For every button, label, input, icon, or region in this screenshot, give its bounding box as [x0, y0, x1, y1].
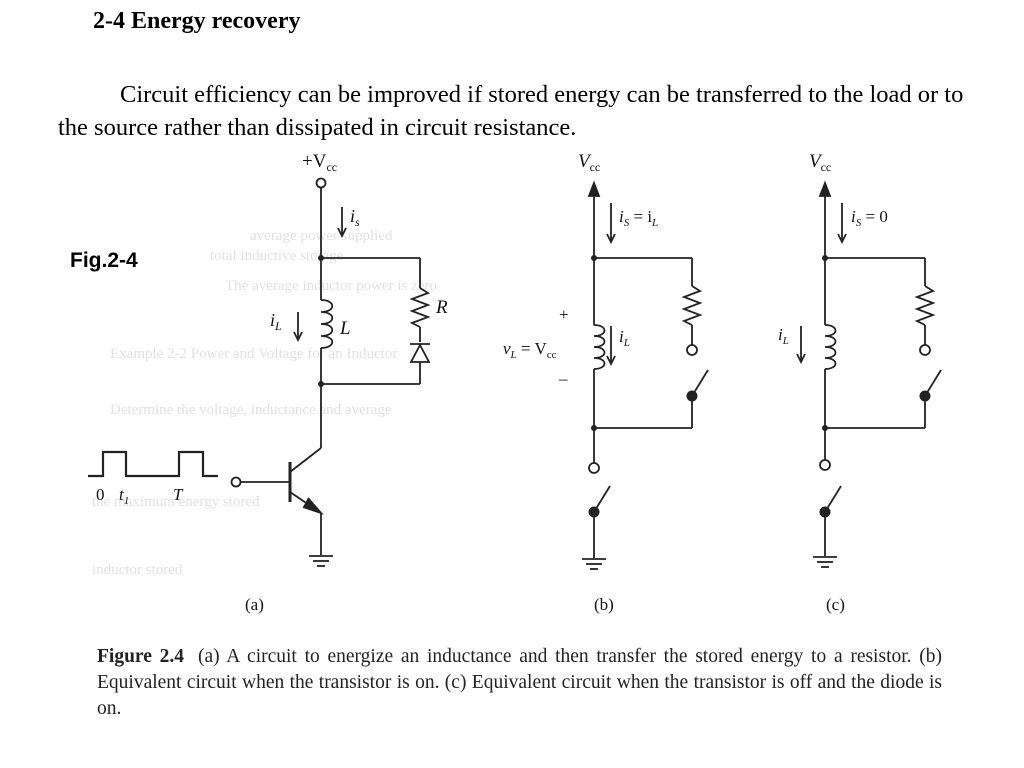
section-heading: 2-4 Energy recovery [93, 8, 301, 34]
subfigure-label-b: (b) [594, 595, 614, 614]
switch-contact-top [819, 459, 831, 471]
ground-icon [813, 556, 837, 568]
inductor-symbol [824, 324, 837, 370]
pulse-t1-label: t1 [119, 485, 129, 507]
inductor-symbol [593, 324, 606, 370]
inductor-label: L [339, 318, 351, 339]
resistor-symbol [409, 287, 431, 328]
pulse-zero-label: 0 [96, 485, 105, 504]
ground-icon [309, 555, 333, 567]
ghost-line: the maximum energy stored [92, 494, 260, 510]
figure-caption: Figure 2.4(a) A circuit to energize an i… [97, 644, 942, 722]
minus-sign: – [558, 369, 568, 388]
vl-label: vL = Vcc [503, 339, 557, 361]
ghost-line: The average inductor power is zero [225, 278, 437, 294]
is-label: iS = iL [619, 207, 658, 229]
supply-arrow [818, 180, 832, 197]
pulse-waveform [88, 450, 218, 478]
transistor-symbol [230, 447, 324, 515]
il-label: iL [778, 325, 789, 347]
paragraph-text: Circuit efficiency can be improved if st… [58, 81, 964, 141]
ghost-line: Example 2-2 Power and Voltage for an Ind… [110, 346, 398, 362]
inductor-symbol [320, 299, 334, 349]
ghost-line: total inductive storage [210, 248, 344, 264]
il-arrow [796, 326, 806, 365]
figure-label: Fig.2-4 [70, 249, 138, 272]
pulse-T-label: T [173, 485, 184, 504]
subfigure-label-a: (a) [245, 595, 264, 614]
switch-contact-open [919, 344, 931, 356]
resistor-symbol [681, 285, 703, 326]
supply-label: +Vcc [302, 151, 337, 174]
ground-icon [582, 558, 606, 570]
plus-sign: + [559, 305, 569, 324]
il-label: iL [619, 327, 630, 349]
diode-symbol [409, 343, 431, 363]
il-arrow [606, 326, 616, 367]
caption-text: (a) A circuit to energize an inductance … [97, 646, 942, 719]
supply-label: Vcc [809, 151, 831, 174]
is-arrow [837, 203, 847, 245]
circuit-c: Vcc iS = 0 iL [778, 151, 942, 614]
resistor-label: R [435, 297, 448, 318]
is-label: iS = 0 [851, 207, 888, 229]
supply-label: Vcc [578, 151, 600, 174]
subfigure-label-c: (c) [826, 595, 845, 614]
ghost-line: inductor stored [92, 562, 183, 578]
il-label: iL [270, 310, 282, 333]
circuit-b: Vcc iS = iL + – vL = Vcc iL [503, 151, 709, 614]
resistor-symbol [914, 285, 936, 326]
circuit-a: +Vcc is R L iL [88, 151, 448, 614]
supply-terminal [315, 177, 327, 189]
switch-contact-open [686, 344, 698, 356]
body-paragraph: Circuit efficiency can be improved if st… [58, 78, 998, 144]
supply-arrow [587, 180, 601, 197]
is-arrow [337, 207, 347, 239]
caption-figure-number: Figure 2.4 [97, 646, 184, 667]
il-arrow [293, 312, 303, 343]
switch-contact-top [588, 462, 600, 474]
is-arrow [606, 203, 616, 245]
is-label: is [350, 206, 360, 229]
